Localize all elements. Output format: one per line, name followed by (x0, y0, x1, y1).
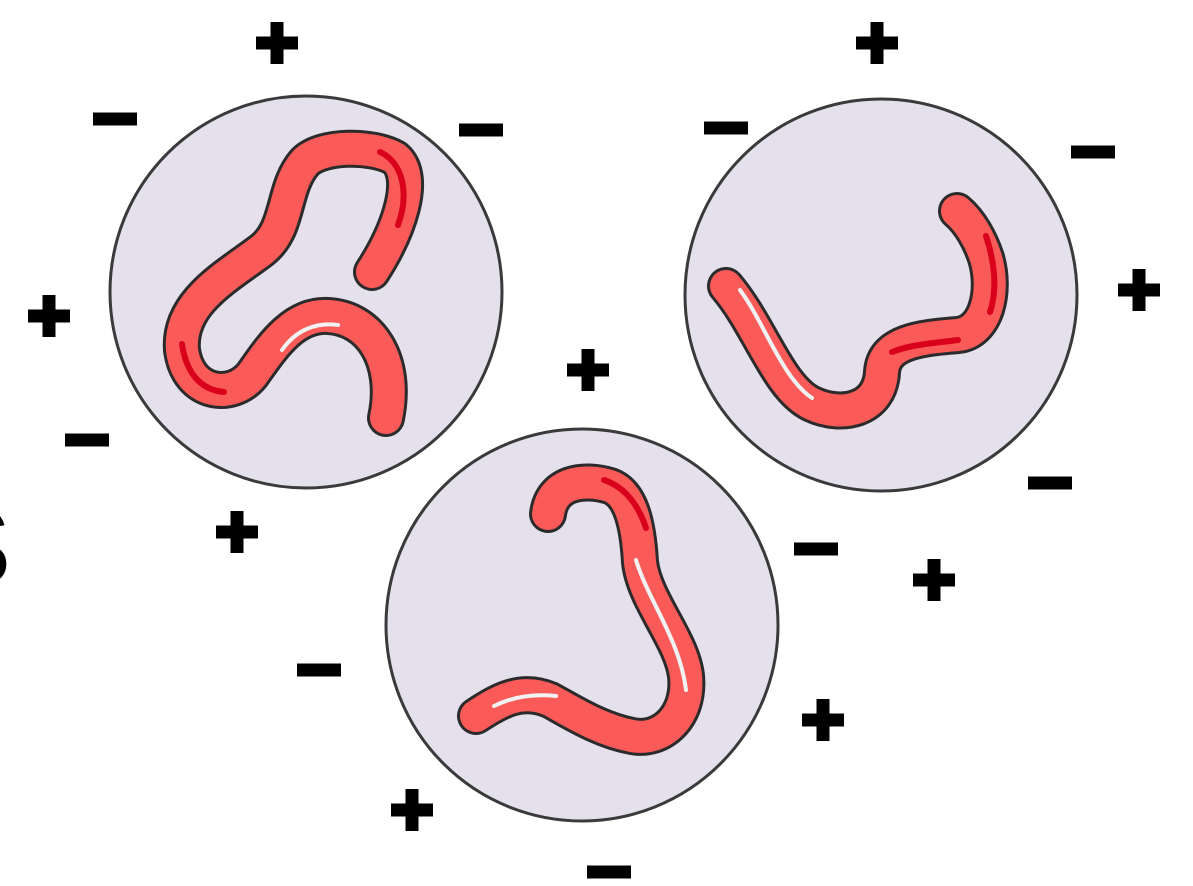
plus-sign (216, 511, 258, 553)
plus-sign (28, 295, 70, 337)
particle-top-left (28, 22, 503, 553)
plus-sign (802, 699, 844, 741)
minus-sign (1028, 477, 1072, 490)
minus-sign (459, 124, 503, 137)
plus-sign (567, 349, 609, 391)
plus-sign (256, 22, 298, 64)
minus-sign (297, 664, 341, 677)
minus-sign (794, 543, 838, 556)
edge-text-lower: s (0, 589, 3, 712)
plus-sign (913, 559, 955, 601)
minus-sign (704, 122, 748, 135)
plus-sign (1118, 269, 1160, 311)
minus-sign (93, 113, 137, 126)
minus-sign (587, 866, 631, 879)
plus-sign (391, 789, 433, 831)
plus-sign (856, 22, 898, 64)
particle-top-right (685, 22, 1160, 601)
minus-sign (1071, 146, 1115, 159)
minus-sign (65, 434, 109, 447)
